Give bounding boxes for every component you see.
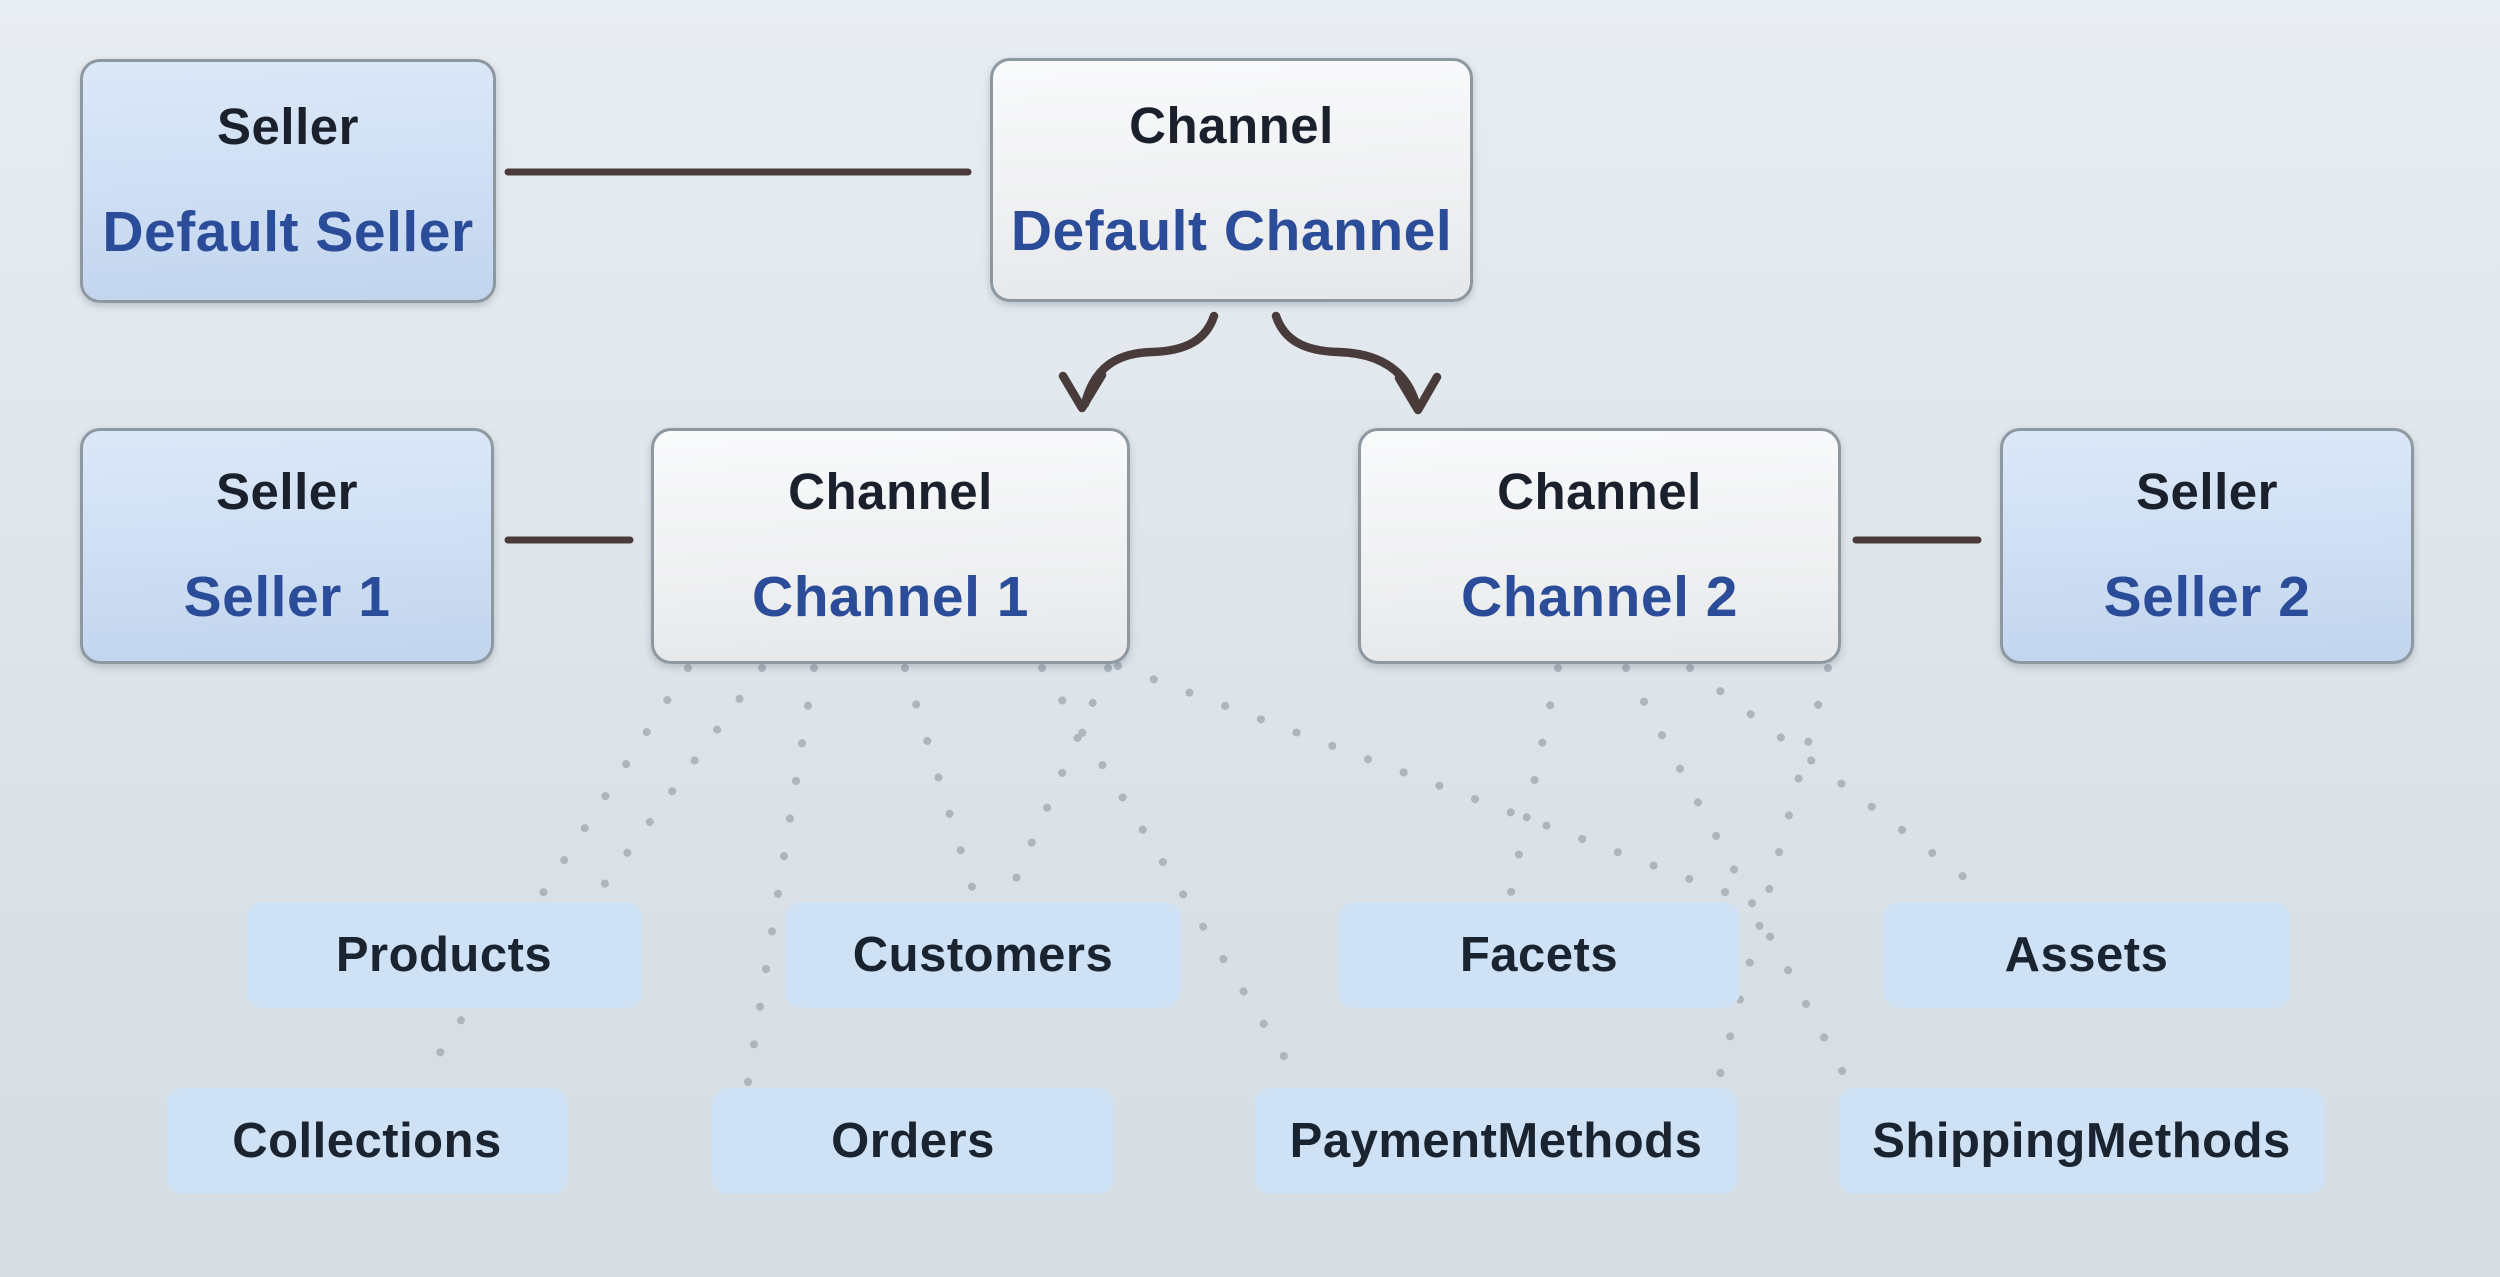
edge-channel1-collections: [416, 664, 692, 1088]
node-channel-2: Channel Channel 2: [1358, 428, 1841, 664]
node-default-seller: Seller Default Seller: [80, 59, 496, 303]
node-type-label: Seller: [2136, 463, 2278, 520]
entity-products: Products: [246, 902, 642, 1008]
node-name-label: Default Seller: [102, 200, 474, 264]
edge-channel2-facets: [1506, 664, 1562, 901]
node-name-label: Seller 1: [183, 565, 391, 629]
node-type-label: Channel: [1497, 463, 1702, 520]
node-seller-2: Seller Seller 2: [2000, 428, 2414, 664]
entity-collections: Collections: [166, 1088, 568, 1194]
arrow-default-channel-channel2: [1271, 311, 1442, 415]
edge-channel2-paymentmethods: [1714, 664, 1832, 1086]
node-name-label: Channel 2: [1461, 565, 1738, 629]
node-name-label: Seller 2: [2103, 565, 2311, 629]
edge-channel2-shippingmethods: [1622, 664, 1852, 1086]
node-name-label: Channel 1: [752, 565, 1029, 629]
edge-channel1-customers-a: [901, 664, 979, 901]
entity-assets: Assets: [1883, 902, 2290, 1008]
entity-customers: Customers: [785, 902, 1181, 1008]
entity-facets: Facets: [1338, 902, 1740, 1008]
edge-channel1-paymentmethods: [1038, 664, 1304, 1086]
arrow-default-channel-channel1: [1058, 311, 1219, 413]
entity-payment-methods: PaymentMethods: [1254, 1088, 1738, 1194]
entity-shipping-methods: ShippingMethods: [1838, 1088, 2325, 1194]
edge-channel1-customers-b: [1004, 664, 1112, 901]
node-seller-1: Seller Seller 1: [80, 428, 494, 664]
node-type-label: Seller: [217, 98, 359, 155]
node-channel-1: Channel Channel 1: [651, 428, 1130, 664]
entity-orders: Orders: [712, 1088, 1114, 1194]
node-type-label: Seller: [216, 463, 358, 520]
node-name-label: Default Channel: [1010, 199, 1453, 263]
edge-channel1-orders: [744, 664, 818, 1086]
node-type-label: Channel: [788, 463, 993, 520]
edge-channel1-products: [594, 664, 766, 897]
edge-channel2-assets: [1686, 664, 1994, 901]
node-type-label: Channel: [1129, 97, 1334, 154]
node-default-channel: Channel Default Channel: [990, 58, 1473, 302]
